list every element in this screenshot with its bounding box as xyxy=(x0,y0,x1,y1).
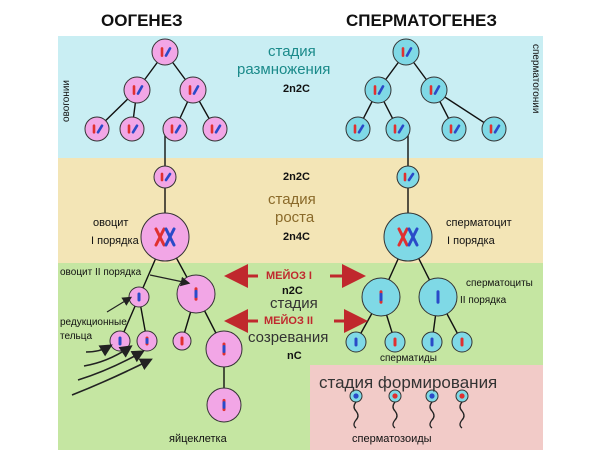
reproduction-stage-line1: стадия xyxy=(268,43,316,60)
polar-bodies-label-line1: редукционные xyxy=(60,317,127,328)
chromosome-blue xyxy=(164,172,172,182)
oogonia-label: овогонии xyxy=(61,79,72,122)
chromosome-blue xyxy=(453,124,461,134)
chromosome-blue xyxy=(214,124,222,134)
spermatogonia-label: сперматогонии xyxy=(530,44,541,114)
chromosome-blue xyxy=(433,85,441,95)
spermatids-label: сперматиды xyxy=(380,353,437,364)
spermatogonium-cell xyxy=(441,116,467,142)
chromosome-blue xyxy=(377,85,385,95)
chromosome-blue xyxy=(397,124,405,134)
spermatogonium-cell xyxy=(420,76,448,104)
growth-stage-line1: стадия xyxy=(268,191,316,208)
chromosome-blue xyxy=(407,172,415,182)
maturation-stage-line2: созревания xyxy=(248,329,329,346)
spermatogenesis-title: СПЕРМАТОГЕНЕЗ xyxy=(346,11,497,30)
oogonium-cell xyxy=(123,76,151,104)
meiosis-1-label: МЕЙОЗ I xyxy=(266,270,312,282)
spermatozoon-nucleus xyxy=(459,393,465,399)
chromosome-blue xyxy=(493,124,501,134)
reproduction-formula: 2n2C xyxy=(283,83,310,95)
primary-spermatocyte-cell xyxy=(383,212,433,262)
spermatogonium-cell xyxy=(345,116,371,142)
polar-body-arrow xyxy=(71,358,153,396)
polar-bodies-label-line2: тельца xyxy=(60,331,93,342)
chromosome-blue xyxy=(164,227,176,247)
spermatogonium-cell xyxy=(481,116,507,142)
spermatozoa-label: сперматозоиды xyxy=(352,433,432,445)
formation-stage-label: стадия формирования xyxy=(319,373,498,392)
spermatozoon-nucleus xyxy=(429,393,435,399)
oogonium-cell xyxy=(162,116,188,142)
chromosome-blue xyxy=(192,85,200,95)
chromosome-red xyxy=(154,227,166,247)
oogenesis-title: ООГЕНЕЗ xyxy=(101,11,183,30)
chromosome-blue xyxy=(174,124,182,134)
spermatogonium-cell xyxy=(392,38,420,66)
formation-band xyxy=(310,365,543,450)
egg-label: яйцеклетка xyxy=(169,433,227,445)
oocyte-early-cell xyxy=(153,165,177,189)
spermatozoon-tail xyxy=(429,401,435,429)
growth-formula-top: 2n2C xyxy=(283,171,310,183)
maturation-stage-line1: стадия xyxy=(270,295,318,312)
oogonium-cell xyxy=(84,116,110,142)
polar-body-arrow xyxy=(77,350,145,381)
chromosome-blue xyxy=(131,124,139,134)
growth-formula-bottom: 2n4C xyxy=(283,231,310,243)
meiosis-2-formula: nC xyxy=(287,350,302,362)
spermatozoon-nucleus xyxy=(392,393,398,399)
spermatogonium-cell xyxy=(364,76,392,104)
spermatozoon-tail xyxy=(392,401,398,429)
oogonium-cell xyxy=(151,38,179,66)
spermatocyte1-label-line1: сперматоцит xyxy=(446,217,512,229)
primary-oocyte-cell xyxy=(140,212,190,262)
polar-body-pointer xyxy=(106,296,133,313)
reproduction-stage-line2: размножения xyxy=(237,61,331,78)
oocyte1-label-line1: овоцит xyxy=(93,217,129,229)
meiosis-2-label: МЕЙОЗ II xyxy=(264,315,314,327)
meiosis-1-formula: n2C xyxy=(282,285,303,297)
growth-stage-line2: роста xyxy=(275,209,315,226)
chromosome-blue xyxy=(136,85,144,95)
spermatocyte2-label-line2: II порядка xyxy=(460,295,507,306)
oocyte1-label-line2: I порядка xyxy=(91,235,139,247)
spermatozoon-tail xyxy=(353,401,359,429)
spermatogonium-cell xyxy=(385,116,411,142)
chromosome-blue xyxy=(164,47,172,57)
spermatocyte2-label-line1: сперматоциты xyxy=(466,278,533,289)
spermatozoon-tail xyxy=(459,401,465,429)
spermatozoon-nucleus xyxy=(353,393,359,399)
chromosome-blue xyxy=(407,227,419,247)
chromosome-blue xyxy=(96,124,104,134)
polar-body-arrow xyxy=(85,344,113,357)
oocyte2-pointer xyxy=(149,274,191,287)
oocyte2-label: овоцит II порядка xyxy=(60,267,142,278)
chromosome-red xyxy=(397,227,409,247)
spermatocyte1-label-line2: I порядка xyxy=(447,235,495,247)
oogonium-cell xyxy=(179,76,207,104)
oogonium-cell xyxy=(119,116,145,142)
oogonium-cell xyxy=(202,116,228,142)
growth-band xyxy=(58,158,543,263)
chromosome-blue xyxy=(357,124,365,134)
spermatocyte-early-cell xyxy=(396,165,420,189)
polar-body-arrow xyxy=(83,345,133,367)
chromosome-blue xyxy=(405,47,413,57)
